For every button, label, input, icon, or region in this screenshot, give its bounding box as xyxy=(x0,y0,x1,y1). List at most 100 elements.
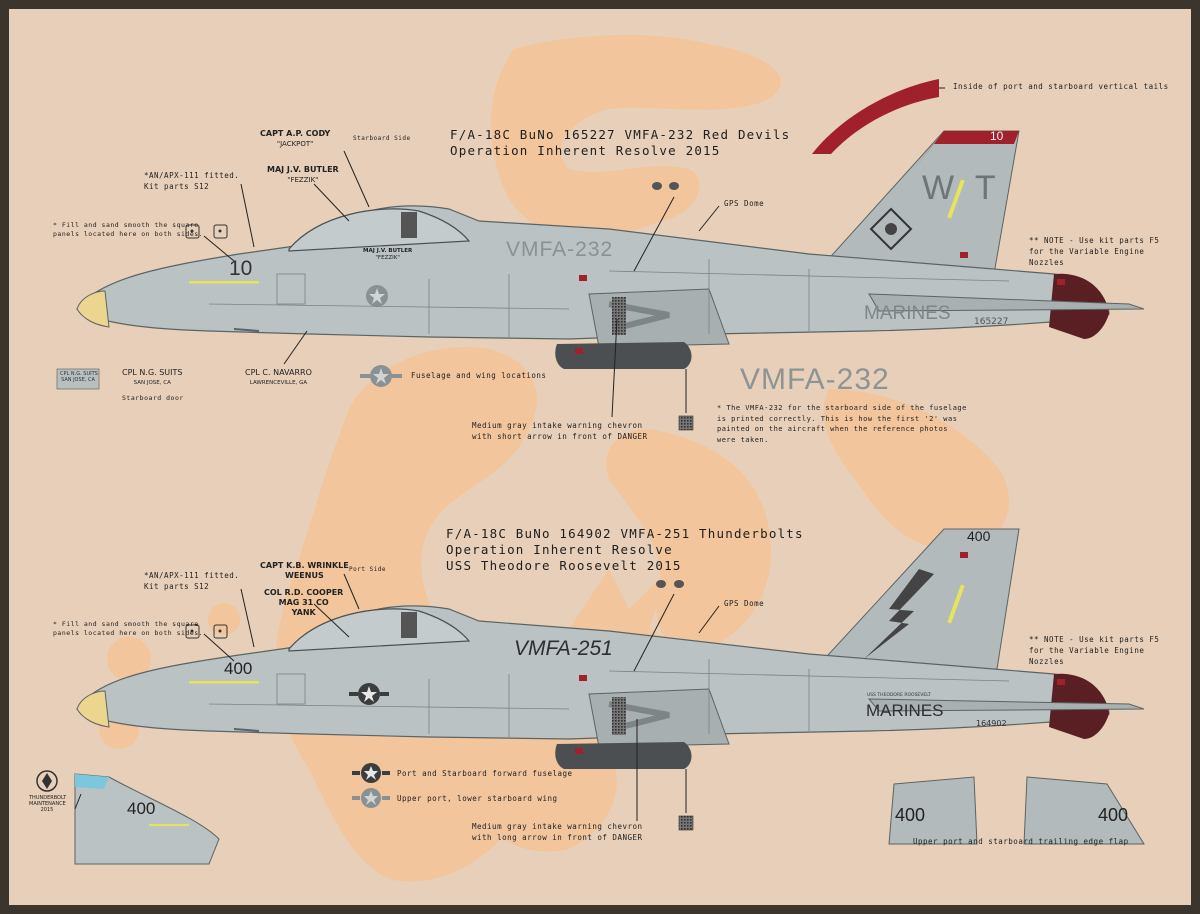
top-nozzle-line3: Nozzles xyxy=(1029,258,1065,267)
starboard-flap xyxy=(1023,776,1145,845)
top-canopy-call: "FEZZIK" xyxy=(375,255,400,261)
bottom-insignia-dark-note: Port and Starboard forward fuselage xyxy=(397,769,573,778)
top-pilot1-call: "JACKPOT" xyxy=(276,140,314,148)
bottom-apx-note: *AN/APX-111 fitted. Kit parts S12 xyxy=(144,570,239,592)
top-door-town: SAN JOSE, CA xyxy=(61,377,95,383)
bottom-insignia-light-note: Upper port, lower starboard wing xyxy=(397,794,558,803)
thunderbolt-maintenance-logo xyxy=(36,770,58,792)
top-door-decal-text: CPL N.G. SUITS SAN JOSE, CA xyxy=(60,371,98,383)
top-fill-note: * Fill and sand smooth the square panels… xyxy=(53,221,203,239)
top-nozzle-line2: for the Variable Engine xyxy=(1029,247,1145,256)
top-small-decals xyxy=(56,182,694,431)
top-vmfa-note: * The VMFA-232 for the starboard side of… xyxy=(717,403,967,445)
bottom-apx-line2: Kit parts S12 xyxy=(144,582,210,591)
top-canopy-name: MAJ J.V. BUTLER "FEZZIK" xyxy=(363,248,412,262)
bottom-nozzle-note: ** NOTE - Use kit parts F5 for the Varia… xyxy=(1029,634,1159,667)
bottom-chevron-note: Medium gray intake warning chevron with … xyxy=(472,821,643,843)
top-vmfa-line4: were taken. xyxy=(717,435,769,444)
nose-detail-view xyxy=(74,773,220,865)
bottom-vertical-tail xyxy=(815,528,1020,670)
bottom-pilot2-call: YANK xyxy=(291,608,316,617)
bottom-fill-note: * Fill and sand smooth the square panels… xyxy=(53,620,203,638)
top-red-tail-note: Inside of port and starboard vertical ta… xyxy=(953,82,1169,91)
top-tail-number: 10 xyxy=(990,129,1004,143)
bottom-nozzle-line3: Nozzles xyxy=(1029,657,1065,666)
bottom-nose-number: 400 xyxy=(224,659,253,678)
logo-line2: MAINTENANCE xyxy=(29,801,66,807)
bottom-aircraft xyxy=(76,528,1145,769)
top-chevron-line1: Medium gray intake warning chevron xyxy=(472,421,643,430)
bottom-pilot1-call: WEENUS xyxy=(285,571,324,580)
top-starboard-door-decal xyxy=(56,368,100,390)
top-tail-code: W T xyxy=(922,169,1002,207)
top-gps-dome: GPS Dome xyxy=(724,199,765,208)
top-chevron-line2: with short arrow in front of DANGER xyxy=(472,432,648,441)
port-flap-number: 400 xyxy=(895,805,926,825)
bottom-nozzle-line2: for the Variable Engine xyxy=(1029,646,1145,655)
top-cpl-navarro: CPL C. NAVARRO LAWRENCEVILLE, GA xyxy=(245,368,312,388)
port-flap xyxy=(888,776,978,845)
artwork-canvas xyxy=(36,34,1145,882)
top-title: F/A-18C BuNo 165227 VMFA-232 Red Devils … xyxy=(450,127,790,159)
top-pilot1-name: CAPT A.P. CODY xyxy=(260,129,331,138)
bottom-chevron-line1: Medium gray intake warning chevron xyxy=(472,822,643,831)
top-ejection-seat xyxy=(401,212,417,238)
top-apx-line2: Kit parts S12 xyxy=(144,182,210,191)
top-fill-line2: panels located here on both sides. xyxy=(53,230,204,238)
bottom-port-side: Port Side xyxy=(349,566,387,573)
thunderbolt-logo-text: THUNDERBOLT MAINTENANCE 2015 xyxy=(29,795,67,813)
top-title-line2: Operation Inherent Resolve 2015 xyxy=(450,143,721,158)
bottom-title-line1: F/A-18C BuNo 164902 VMFA-251 Thunderbolt… xyxy=(446,526,804,541)
top-red-tail-panel xyxy=(812,79,939,154)
bottom-pilot2-name: COL R.D. COOPER xyxy=(264,588,344,597)
top-fuselage-wing: Fuselage and wing locations xyxy=(411,371,547,380)
bottom-title-line3: USS Theodore Roosevelt 2015 xyxy=(446,558,682,573)
bottom-fill-line2: panels located here on both sides. xyxy=(53,629,204,637)
bottom-chevron-line2: with long arrow in front of DANGER xyxy=(472,833,643,842)
bottom-title: F/A-18C BuNo 164902 VMFA-251 Thunderbolt… xyxy=(446,526,804,574)
top-cpl-suits-name: CPL N.G. SUITS xyxy=(122,368,183,377)
bottom-apx-line1: *AN/APX-111 fitted. xyxy=(144,571,240,580)
top-pilot2: MAJ J.V. BUTLER "FEZZIK" xyxy=(267,165,339,185)
top-big-squadron: VMFA-232 xyxy=(740,363,890,396)
top-vmfa-line1: * The VMFA-232 for the starboard side of… xyxy=(717,404,967,412)
bottom-tail-number: 400 xyxy=(967,528,991,544)
bottom-title-line2: Operation Inherent Resolve xyxy=(446,542,673,557)
bottom-pilot2: COL R.D. COOPER MAG 31 CO YANK xyxy=(264,588,343,618)
logo-line3: 2015 xyxy=(40,807,54,813)
bottom-ship-name: USS THEODORE ROOSEVELT xyxy=(867,693,931,698)
bottom-nozzle-line1: ** NOTE - Use kit parts F5 xyxy=(1029,635,1160,644)
bottom-small-decals xyxy=(36,580,1145,865)
bottom-marines: MARINES xyxy=(866,701,944,720)
top-canopy-name-text: MAJ J.V. BUTLER xyxy=(363,248,413,254)
top-pilot1: CAPT A.P. CODY "JACKPOT" xyxy=(260,129,330,149)
bottom-gps-dome: GPS Dome xyxy=(724,599,765,608)
top-cpl-navarro-name: CPL C. NAVARRO xyxy=(245,368,312,377)
starboard-flap-number: 400 xyxy=(1098,805,1129,825)
top-aircraft xyxy=(76,79,1145,369)
top-vmfa-line2: is printed correctly. This is how the fi… xyxy=(717,414,958,423)
top-pilot2-call: "FEZZIK" xyxy=(287,176,319,184)
bottom-lightning-bolt xyxy=(864,569,934,659)
bottom-pilot1: CAPT K.B. WRINKLE WEENUS xyxy=(260,561,349,581)
top-vmfa-line3: painted on the aircraft when the referen… xyxy=(717,425,949,433)
nose-detail-number: 400 xyxy=(127,799,156,818)
bottom-fuselage-squadron: VMFA-251 xyxy=(514,637,613,660)
top-stabilizer xyxy=(868,293,1145,312)
bottom-buno: 164902 xyxy=(976,719,1007,728)
top-title-line1: F/A-18C BuNo 165227 VMFA-232 Red Devils xyxy=(450,127,791,142)
top-leader-lines xyxy=(203,87,945,418)
watermark-emblem xyxy=(99,34,1009,882)
top-fill-line1: * Fill and sand smooth the square xyxy=(53,221,199,229)
logo-line1: THUNDERBOLT xyxy=(29,795,67,801)
bottom-pilot2-role: MAG 31 CO xyxy=(278,598,329,607)
top-canopy xyxy=(288,208,471,252)
top-apx-note: *AN/APX-111 fitted. Kit parts S12 xyxy=(144,170,239,192)
bottom-flap-note: Upper port and starboard trailing edge f… xyxy=(913,837,1129,846)
top-apx-line1: *AN/APX-111 fitted. xyxy=(144,171,240,180)
top-pilot2-name: MAJ J.V. BUTLER xyxy=(267,165,339,174)
top-nozzle-note: ** NOTE - Use kit parts F5 for the Varia… xyxy=(1029,235,1159,268)
bottom-pilot1-name: CAPT K.B. WRINKLE xyxy=(260,561,349,570)
top-starboard-side: Starboard Side xyxy=(353,135,411,142)
